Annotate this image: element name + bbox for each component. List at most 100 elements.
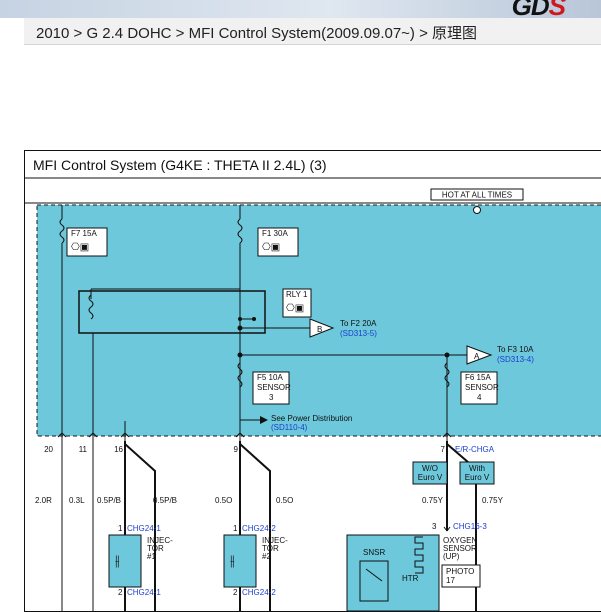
wire-label-0-3l: 0.3L	[69, 496, 85, 505]
injector2-pin: 1	[233, 524, 238, 533]
injector1-name-3: #1	[147, 552, 156, 561]
oxygen-snsr-label: SNSR	[363, 548, 385, 557]
relay-switch-contact	[252, 317, 256, 321]
power-arrow	[260, 416, 268, 424]
oxygen-pin: 3	[432, 522, 437, 531]
pin-chevron	[120, 432, 130, 438]
connector-a-letter: A	[474, 352, 480, 361]
wire-label-2-0r: 2.0R	[35, 496, 52, 505]
pin-11: 11	[79, 445, 88, 454]
oxygen-chevron	[443, 526, 451, 532]
oxygen-heater-coil	[414, 536, 424, 574]
connector-b-letter: B	[317, 325, 322, 334]
f5-num: 3	[269, 393, 274, 402]
diagram-title: MFI Control System (G4KE : THETA II 2.4L…	[33, 157, 327, 173]
injector1-box	[108, 534, 142, 588]
injector1-connector-bottom: CHG24-1	[127, 588, 161, 597]
variant-without-euro5	[412, 461, 448, 485]
f7-camera-icon: ⎔▣	[71, 242, 89, 253]
connector-b-triangle	[309, 318, 335, 338]
relay-camera-icon: ⎔▣	[286, 303, 304, 314]
variant-with-euro5	[459, 461, 495, 485]
f6-label-box	[460, 371, 498, 405]
junction-dot	[444, 352, 450, 358]
junction-dot	[237, 352, 243, 358]
wiring-diagram: HOT AT ALL TIMES F7 15A ⎔▣ F1 30A ⎔▣ RLY…	[25, 177, 601, 611]
connector-a-ref-link[interactable]: (SD313-4)	[497, 355, 534, 364]
variant-with-line1: With	[469, 464, 485, 473]
connector-b-ref-link[interactable]: (SD313-5)	[340, 329, 377, 338]
f5-label: F5 10A	[257, 373, 283, 382]
f6-fuse-symbol	[444, 362, 450, 388]
injector2-name-3: #2	[262, 552, 271, 561]
hot-label: HOT AT ALL TIMES	[442, 191, 512, 200]
f6-label: F6 15A	[465, 373, 491, 382]
connector-a-text: To F3 10A	[497, 345, 534, 354]
wire-0-5pb-branch	[124, 443, 156, 611]
pin-chevron	[442, 432, 452, 438]
wire-label-0-5o: 0.5O	[215, 496, 232, 505]
wire-label-0-5pb-2: 0.5P/B	[153, 496, 177, 505]
f1-fuse-symbol	[237, 218, 243, 244]
injector1-pin: 1	[118, 524, 123, 533]
injector1-icon: ⫲	[115, 552, 120, 568]
relay-label: RLY 1	[286, 290, 308, 299]
injector2-connector-top: CHG24-2	[242, 524, 276, 533]
injector2-connector-bottom: CHG24-2	[242, 588, 276, 597]
fuse-relay-box	[36, 204, 601, 437]
connector-b-text: To F2 20A	[340, 319, 377, 328]
oxygen-name-2: SENSOR	[443, 544, 477, 553]
pin-7: 7	[441, 445, 446, 454]
injector2-name-1: INJEC-	[262, 536, 288, 545]
header-banner	[0, 0, 601, 18]
power-distribution-ref-link[interactable]: (SD110-4)	[271, 423, 308, 432]
wire-label-0-75y: 0.75Y	[422, 496, 444, 505]
injector2-name-2: TOR	[262, 544, 279, 553]
f7-fuse-symbol	[59, 218, 65, 244]
wire-label-0-5o-2: 0.5O	[276, 496, 293, 505]
variant-with-line2: Euro V	[465, 473, 490, 482]
breadcrumb[interactable]: 2010 > G 2.4 DOHC > MFI Control System(2…	[36, 25, 478, 42]
injector2-box	[223, 534, 257, 588]
breadcrumb-bar: 2010 > G 2.4 DOHC > MFI Control System(2…	[24, 18, 601, 45]
relay-label-box	[282, 288, 312, 318]
injector1-pin-bottom: 2	[118, 588, 123, 597]
hot-label-box	[430, 188, 524, 201]
injector1-name-2: TOR	[147, 544, 164, 553]
f6-num: 4	[477, 393, 482, 402]
relay-coil	[88, 294, 94, 320]
f7-label-box	[66, 227, 108, 257]
f6-sub-label: SENSOR	[465, 383, 499, 392]
power-distribution-text: See Power Distribution	[271, 414, 352, 423]
bus-connection-dot	[473, 206, 481, 214]
oxygen-sensor-symbol	[365, 568, 383, 582]
f1-label: F1 30A	[262, 229, 288, 238]
pin-20: 20	[44, 445, 53, 454]
pin-chevron	[88, 432, 98, 438]
oxygen-photo-num: 17	[446, 576, 455, 585]
brand-logo: GDS	[511, 0, 566, 21]
variant-wo-line1: W/O	[422, 464, 438, 473]
variant-wo-line2: Euro V	[418, 473, 443, 482]
f7-label: F7 15A	[71, 229, 97, 238]
diagram-frame: MFI Control System (G4KE : THETA II 2.4L…	[24, 150, 601, 612]
oxygen-name-3: (UP)	[443, 552, 460, 561]
pin-chevron	[235, 432, 245, 438]
f5-fuse-symbol	[237, 362, 243, 388]
pin-chevron	[57, 432, 67, 438]
oxygen-connector: CHG16-3	[453, 522, 487, 531]
injector2-icon: ⫲	[230, 552, 235, 568]
f5-label-box	[252, 371, 290, 405]
relay-rly1	[78, 290, 266, 334]
pin-16: 16	[114, 445, 123, 454]
injector1-connector-top: CHG24-1	[127, 524, 161, 533]
oxygen-photo-box[interactable]	[441, 564, 481, 588]
wire-0-5o-branch	[239, 443, 271, 611]
f1-camera-icon: ⎔▣	[262, 242, 280, 253]
oxygen-htr-label: HTR	[402, 574, 419, 583]
pin-9: 9	[234, 445, 239, 454]
connector-a-triangle	[466, 345, 493, 365]
wire-label-0-5pb: 0.5P/B	[97, 496, 121, 505]
injector2-pin-bottom: 2	[233, 588, 238, 597]
f5-sub-label: SENSOR	[257, 383, 291, 392]
